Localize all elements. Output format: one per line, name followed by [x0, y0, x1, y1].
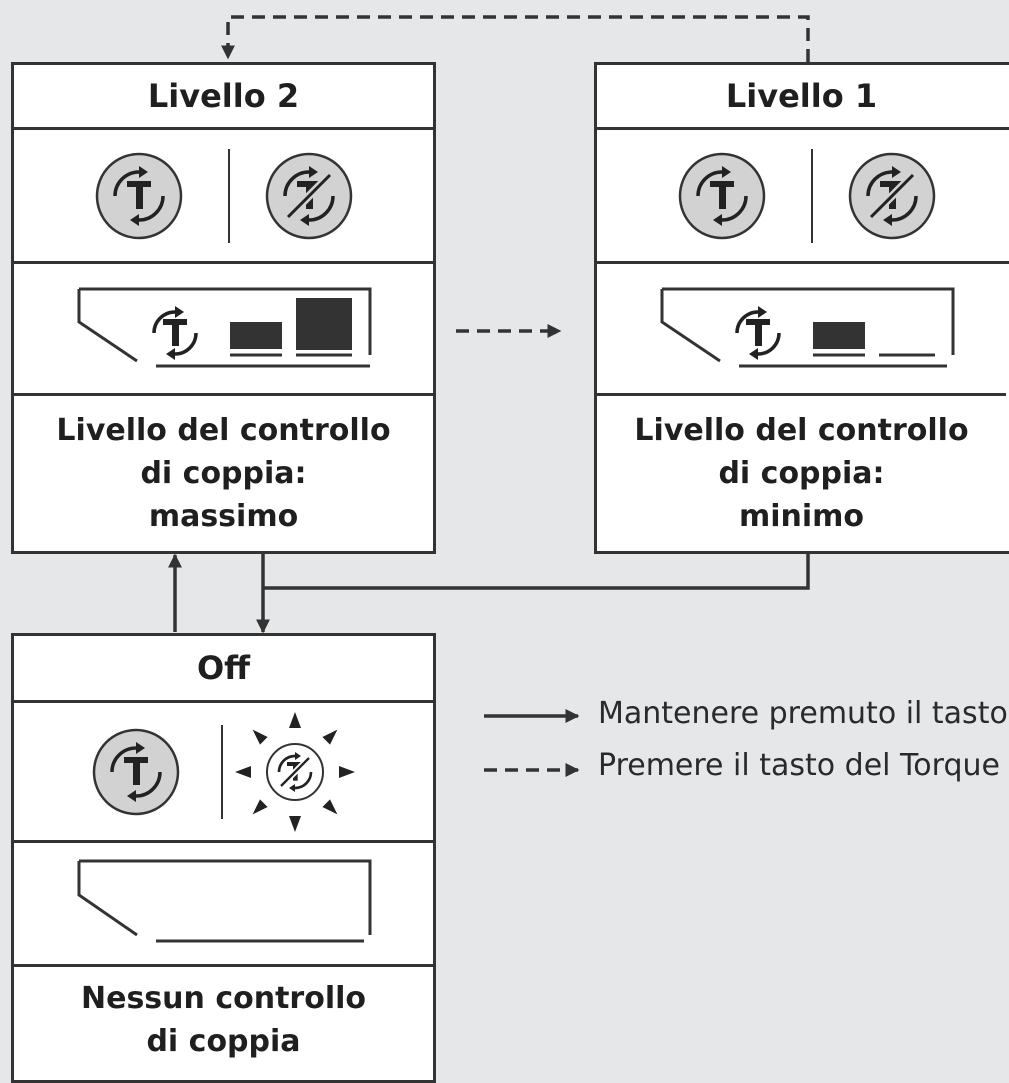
description-line: Livello del controllo [56, 413, 391, 448]
torque-control-icon [677, 151, 767, 241]
bar-segment-1 [813, 322, 865, 349]
press-loop-connector [221, 15, 810, 62]
level-2-buttons [14, 127, 433, 261]
level-2-display [14, 261, 433, 393]
off-description: Nessun controllo di coppia [14, 964, 433, 1076]
bar-segment-1 [230, 322, 282, 349]
torque-control-off-icon [264, 151, 354, 241]
hold-connector-1-to-off [263, 553, 810, 590]
level-1-description: Livello del controllo di coppia: minimo [597, 393, 1006, 551]
legend-hold-label: Mantenere premuto il tasto [598, 696, 1008, 731]
level-2-description: Livello del controllo di coppia: massimo [14, 393, 433, 551]
display-bar-indicator-icon [77, 859, 372, 943]
divider [227, 148, 230, 243]
level-1-title: Livello 1 [725, 77, 878, 115]
description-line: massimo [148, 499, 299, 534]
description-line: Livello del controllo [634, 413, 969, 448]
bar-segment-2 [296, 298, 352, 350]
off-display [14, 840, 433, 964]
torque-control-off-flashing-icon [234, 711, 355, 832]
off-title: Off [196, 649, 251, 687]
legend-press-label: Premere il tasto del Torque [598, 748, 1000, 783]
display-bar-indicator-icon [77, 287, 372, 368]
off-panel: Off [11, 633, 436, 1083]
level-2-title: Livello 2 [147, 77, 300, 115]
level-1-panel: Livello 1 Livello del controllo di coppi… [594, 62, 1009, 554]
torque-control-off-icon [847, 151, 937, 241]
off-buttons [14, 700, 433, 840]
divider [810, 148, 813, 243]
torque-control-icon [94, 151, 184, 241]
description-line: di coppia: [140, 456, 307, 491]
torque-control-icon [91, 727, 181, 817]
description-line: minimo [738, 499, 865, 534]
level-2-panel: Livello 2 Livello del controllo di coppi… [11, 62, 436, 554]
level-1-buttons [597, 127, 1009, 261]
level-1-display [597, 261, 1009, 393]
display-bar-indicator-icon [660, 287, 955, 368]
description-line: di coppia [146, 1023, 301, 1059]
description-line: di coppia: [718, 456, 885, 491]
divider [220, 724, 223, 819]
description-line: Nessun controllo [81, 980, 366, 1016]
